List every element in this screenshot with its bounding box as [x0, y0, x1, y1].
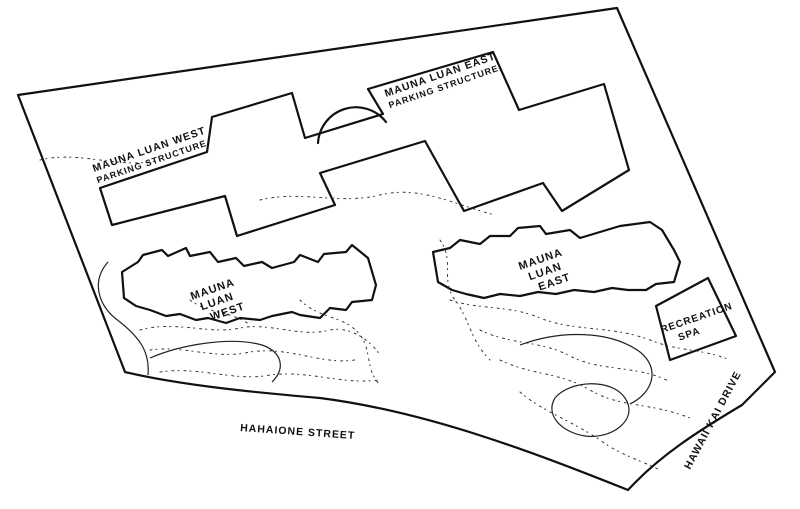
entry-drive [97, 261, 149, 376]
parking-ramp-semicircle [316, 106, 388, 145]
label-west-parking: MAUNA LUAN WEST PARKING STRUCTURE [91, 123, 215, 185]
property-boundary [16, 6, 777, 492]
landscaping-center [39, 156, 496, 216]
recreation-spa-outline [654, 276, 738, 362]
east-loop-path [519, 333, 653, 405]
pool-oval [551, 383, 630, 438]
label-east-tower: MAUNA LUAN EAST [517, 245, 576, 297]
tower-west-outline [120, 243, 378, 325]
label-hahaione-street: HAHAIONE STREET [240, 422, 356, 442]
tower-east-outline [431, 220, 682, 300]
west-loop-path [149, 340, 281, 383]
label-hawaii-kai-drive: HAWAII KAI DRIVE [682, 369, 744, 471]
landscaping-west [139, 299, 381, 386]
parking-structures-outline [98, 50, 631, 238]
landscaping-east [439, 239, 731, 471]
